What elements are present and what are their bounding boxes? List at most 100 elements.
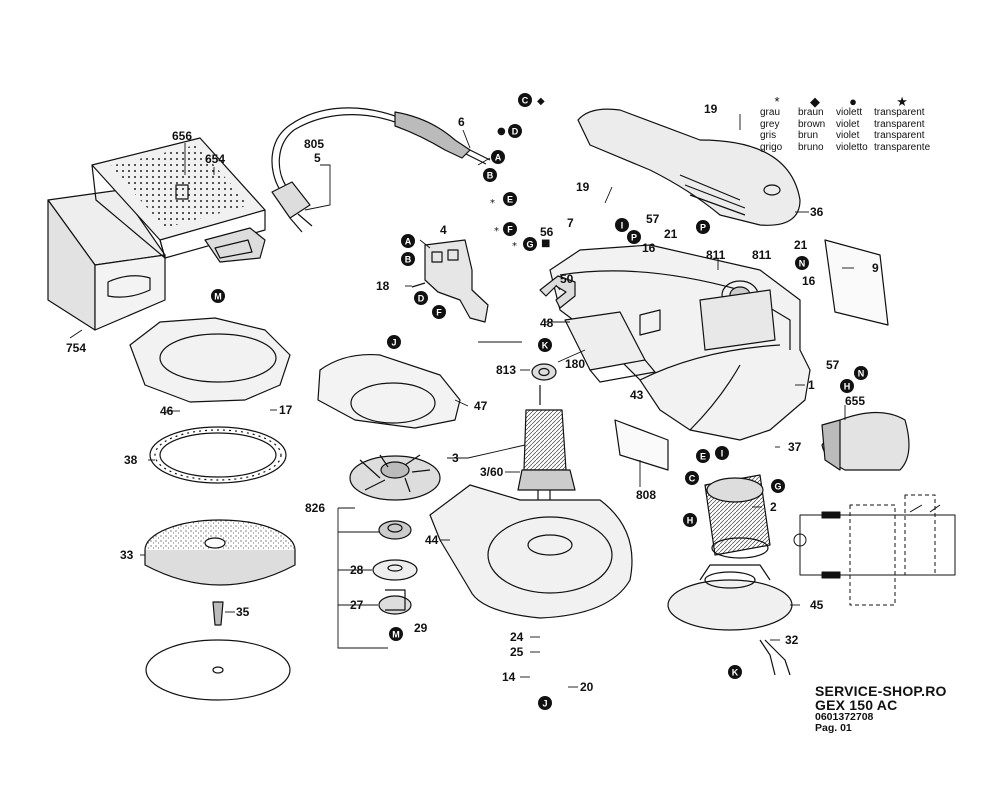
callout-f-switch: F	[432, 305, 446, 319]
svg-text:K: K	[542, 341, 549, 351]
svg-text:B: B	[487, 171, 494, 181]
eccentric-28	[372, 559, 418, 581]
legend-cell: violetto	[836, 141, 868, 153]
part-47: 47	[474, 399, 488, 413]
legend-cell: brown	[798, 118, 826, 130]
legend-cell: grau	[760, 107, 781, 118]
part-656: 656	[172, 129, 192, 143]
svg-text:M: M	[214, 292, 222, 302]
callout-a-top: A	[491, 150, 505, 164]
svg-text:P: P	[631, 233, 637, 243]
mark-dot: ●	[497, 126, 506, 137]
page-number: Pag. 01	[815, 722, 852, 734]
callout-i-top: I	[615, 218, 629, 232]
part-38: 38	[124, 453, 138, 467]
part-9: 9	[872, 261, 879, 275]
callout-n-right: N	[795, 256, 809, 270]
callout-c-top: C	[518, 93, 532, 107]
callout-e-stator: E	[696, 449, 710, 463]
svg-text:G: G	[526, 240, 533, 250]
armature-3	[517, 363, 576, 506]
platform-46	[129, 317, 291, 403]
part-7: 7	[567, 216, 574, 230]
part-25: 25	[510, 645, 524, 659]
part-21a: 21	[664, 227, 678, 241]
part-29: 29	[414, 621, 428, 635]
screw-35	[212, 601, 224, 626]
callout-g-stator: G	[771, 479, 785, 493]
part-3-60: 3/60	[480, 465, 504, 479]
svg-text:G: G	[774, 482, 781, 492]
callout-i-stator: I	[715, 446, 729, 460]
base-housing-44	[429, 484, 633, 619]
callout-a-switch: A	[401, 234, 415, 248]
part-16a: 16	[642, 241, 656, 255]
part-826: 826	[305, 501, 325, 515]
callout-k-top: K	[538, 338, 552, 352]
leader-lines	[69, 114, 854, 688]
legend-cell: transparent	[874, 107, 925, 118]
part-24: 24	[510, 630, 524, 644]
callout-b-top: B	[483, 168, 497, 182]
wire-32	[759, 639, 791, 676]
legend-cell: gris	[760, 130, 777, 141]
callout-m-bottom: M	[389, 627, 403, 641]
callout-k-bottom: K	[728, 665, 742, 679]
legend-cell: grigo	[760, 141, 783, 153]
svg-text:D: D	[512, 127, 519, 137]
power-cord-805	[271, 107, 491, 233]
part-2: 2	[770, 500, 777, 514]
motor-housing-1	[549, 244, 811, 441]
part-813: 813	[496, 363, 516, 377]
part-32: 32	[785, 633, 799, 647]
callout-j-bottom: J	[538, 696, 552, 710]
svg-text:P: P	[700, 223, 706, 233]
part-50: 50	[560, 272, 574, 286]
part-655: 655	[845, 394, 865, 408]
fan-guard-45	[667, 564, 793, 631]
model-code: 0601372708	[815, 711, 874, 723]
part-28: 28	[350, 563, 364, 577]
callout-h-right: H	[840, 379, 854, 393]
svg-text:A: A	[405, 237, 412, 247]
svg-text:J: J	[542, 699, 547, 709]
legend-cell: violett	[836, 107, 863, 118]
callout-n-lower: N	[854, 366, 868, 380]
svg-text:C: C	[522, 96, 529, 106]
legend-cell: brun	[798, 130, 819, 141]
part-48: 48	[540, 316, 554, 330]
part-3: 3	[452, 451, 459, 465]
svg-text:H: H	[844, 382, 851, 392]
svg-text:D: D	[418, 294, 425, 304]
svg-text:K: K	[732, 668, 739, 678]
legend-symbol-violet: ●	[849, 94, 857, 109]
label-plate-808	[614, 419, 669, 471]
part-20: 20	[580, 680, 594, 694]
svg-text:F: F	[436, 308, 442, 318]
part-46: 46	[160, 404, 174, 418]
callout-j-top: J	[387, 335, 401, 349]
legend-cell: violet	[836, 118, 860, 130]
part-14: 14	[502, 670, 516, 684]
callout-d-switch: D	[414, 291, 428, 305]
part-180: 180	[565, 357, 585, 371]
filter-box-754	[47, 189, 166, 331]
bracket-50	[539, 275, 576, 309]
svg-text:B: B	[405, 255, 412, 265]
mark-star-e: *	[490, 198, 495, 209]
fan-826	[349, 454, 441, 501]
stator-2	[704, 474, 771, 559]
svg-text:A: A	[495, 153, 502, 163]
svg-text:N: N	[858, 369, 865, 379]
legend-cell: transparent	[874, 130, 925, 141]
svg-text:N: N	[799, 259, 806, 269]
callout-h-stator: H	[683, 513, 697, 527]
mark-star-g: *	[512, 241, 517, 252]
switch-4	[411, 239, 489, 323]
svg-text:M: M	[392, 630, 400, 640]
seal-ring-38	[149, 426, 287, 484]
color-legend: * ◆ ● ★ grau braun violett transparent g…	[760, 94, 934, 153]
svg-text:I: I	[621, 221, 624, 231]
svg-text:F: F	[507, 225, 513, 235]
